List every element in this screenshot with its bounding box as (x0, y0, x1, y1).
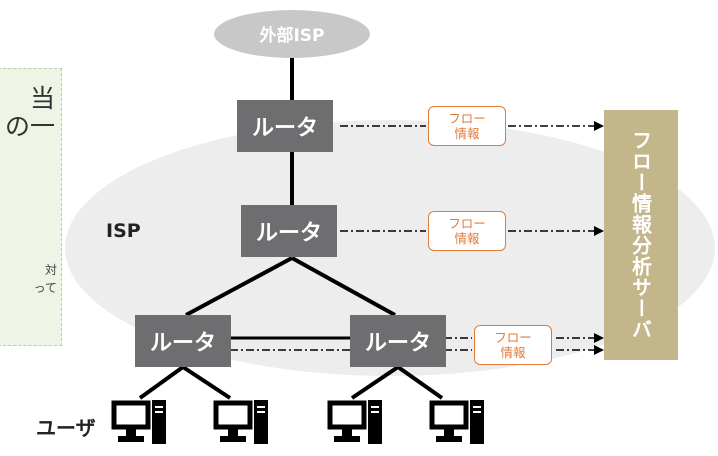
flow-info-line1: フロー (448, 111, 486, 126)
side-panel-text: って (33, 281, 57, 295)
flow-info-line1: フロー (494, 330, 532, 345)
isp-cloud (65, 120, 715, 376)
desktop-computer-icon (327, 400, 382, 444)
flow-info-box: フロー 情報 (474, 325, 552, 365)
arrowheads (594, 121, 604, 355)
link-router3-user1 (138, 365, 185, 400)
router-4: ルータ (350, 315, 446, 367)
isp-label: ISP (106, 220, 141, 242)
router-2: ルータ (241, 205, 337, 257)
flow-arrows (230, 125, 596, 351)
flow-info-line2: 情報 (500, 345, 526, 360)
flow-info-box: フロー 情報 (428, 211, 506, 251)
link-router2-router4 (291, 256, 396, 317)
external-isp-node (214, 10, 370, 58)
flow-info-box: フロー 情報 (428, 106, 506, 146)
router-3: ルータ (135, 315, 231, 367)
side-text-panel: 当 の一 対 って (0, 68, 62, 346)
side-panel-text: 対 (44, 263, 57, 277)
desktop-computer-icon (213, 400, 268, 444)
link-router2-router3 (185, 256, 293, 317)
flow-info-line1: フロー (448, 216, 486, 231)
flow-info-line2: 情報 (454, 231, 480, 246)
link-router4-user3 (350, 365, 400, 400)
router-1: ルータ (237, 100, 333, 152)
desktop-computer-icon (429, 400, 484, 444)
link-router3-user2 (181, 365, 232, 400)
flow-analysis-server: フロー情報分析サーバ (604, 110, 678, 360)
link-router4-user4 (396, 365, 444, 400)
side-panel-text: 当 (29, 84, 55, 113)
desktop-computer-icon (111, 400, 166, 444)
user-label: ユーザ (36, 416, 96, 440)
external-isp-label: 外部ISP (259, 25, 325, 46)
side-panel-text: の一 (4, 112, 55, 141)
flow-info-line2: 情報 (454, 126, 480, 141)
